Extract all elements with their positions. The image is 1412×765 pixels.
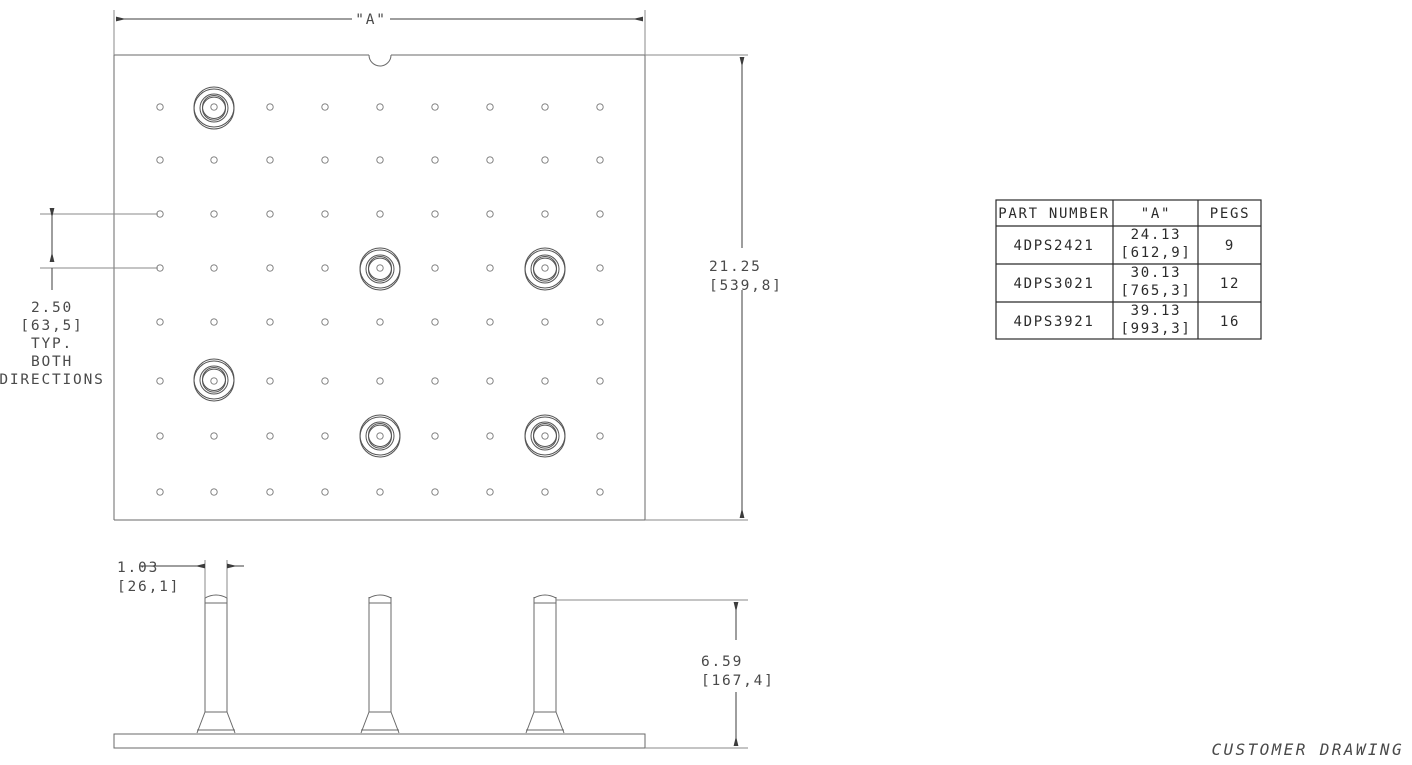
table-header-part-number: PART NUMBER [998,206,1109,222]
dimension-peg-diameter-inch-label: 1.03 [117,560,159,576]
table-cell-pegs: 16 [1220,314,1240,330]
dimension-peg-height [556,599,748,749]
table-cell-pegs: 9 [1225,238,1235,254]
peg-plan-group [193,86,566,458]
dimension-pitch-note-directions: DIRECTIONS [0,372,105,388]
dimension-peg-height-inch-label: 6.59 [701,654,743,670]
table-header-a: "A" [1141,206,1171,222]
dimension-peg-diameter [140,560,244,598]
hole-grid [156,103,604,496]
dimension-height-inch-label: 21.25 [709,259,762,275]
dimension-pitch-inch-label: 2.50 [31,300,73,316]
table-cell-pegs: 12 [1220,276,1240,292]
plate-plan-outline [113,54,646,521]
table-cell-a-mm: [993,3] [1121,321,1192,337]
spec-table-grid [995,199,1262,340]
dimension-pitch-mm-label: [63,5] [20,318,83,334]
dimension-pitch-note-both: BOTH [31,354,73,370]
table-cell-part-number: 4DPS3921 [1013,314,1094,330]
table-cell-part-number: 4DPS2421 [1013,238,1094,254]
footer-customer-drawing-label: CUSTOMER DRAWING [1211,740,1404,759]
dimension-peg-height-mm-label: [167,4] [701,673,775,689]
table-cell-a-mm: [612,9] [1121,245,1192,261]
peg-plan [359,247,401,291]
dimension-peg-diameter-mm-label: [26,1] [117,579,180,595]
table-cell-a-inch: 30.13 [1131,265,1182,281]
dimension-pitch [40,208,158,290]
peg-plan [193,358,235,402]
dimension-a-label: "A" [355,12,387,28]
peg-side-view [360,594,400,734]
plate-side-view [113,733,646,749]
table-header-pegs: PEGS [1210,206,1251,222]
drawing-text-layer: "A" 21.25 [539,8] 2.50 [63,5] TYP. BOTH … [0,12,1404,759]
dimension-height-mm-label: [539,8] [709,278,783,294]
peg-side-view [525,594,565,734]
peg-side-view [196,594,236,734]
dimension-pitch-note-typ: TYP. [31,336,73,352]
table-cell-a-inch: 24.13 [1131,227,1182,243]
peg-plan [193,86,235,130]
dimension-a-width [113,10,646,55]
table-cell-a-inch: 39.13 [1131,303,1182,319]
peg-plan [524,247,566,291]
dimension-height [645,54,748,521]
table-cell-part-number: 4DPS3021 [1013,276,1094,292]
peg-plan [359,414,401,458]
peg-plan [524,414,566,458]
table-cell-a-mm: [765,3] [1121,283,1192,299]
